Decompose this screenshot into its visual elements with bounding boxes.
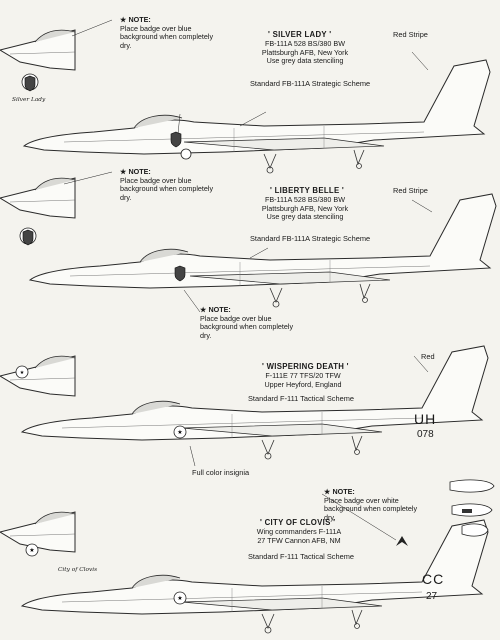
tail-number-4: 27 xyxy=(426,591,438,602)
info-line: Plattsburgh AFB, New York xyxy=(261,47,349,57)
stripe-label-2: Red Stripe xyxy=(393,186,428,195)
badge-script-4: City of Clovis xyxy=(58,567,98,573)
note-line: background when completely xyxy=(324,504,418,514)
scheme-label-4: Standard F-111 Tactical Scheme xyxy=(248,552,354,561)
tail-code-3: UH xyxy=(414,411,437,427)
nose-detail-3 xyxy=(0,355,76,397)
note-line: background when completely xyxy=(120,184,214,194)
note-2: ★ NOTE: Place badge over blue background… xyxy=(120,167,214,202)
nose-detail-2 xyxy=(0,177,76,219)
note-line: background when completely xyxy=(120,32,214,42)
scheme-label-1: Standard FB-111A Strategic Scheme xyxy=(250,79,371,88)
info-line: Use grey data stenciling xyxy=(266,212,344,222)
info-line: FB-111A 528 BS/380 BW xyxy=(264,195,346,204)
info-line: Wing commanders F-111A xyxy=(256,527,342,536)
nose-detail-4 xyxy=(0,511,76,553)
info-line: Plattsburgh AFB, New York xyxy=(261,203,349,213)
tail-code-4: CC xyxy=(422,571,445,587)
note-line: Place badge over blue xyxy=(200,313,272,323)
note-label: ★ NOTE: xyxy=(200,305,231,314)
callout-3: Full color insignia xyxy=(192,468,250,477)
note-line: Place badge over white xyxy=(324,495,399,505)
variant-info-3: F-111E 77 TFS/20 TFW Upper Heyford, Engl… xyxy=(248,371,358,389)
badge-script-1: Silver Lady xyxy=(12,97,46,103)
stripe-label-1: Red Stripe xyxy=(393,30,428,39)
note-4: ★ NOTE: Place badge over white backgroun… xyxy=(324,487,418,522)
note-2b: ★ NOTE: Place badge over blue background… xyxy=(200,305,294,340)
variant-info-1: FB-111A 528 BS/380 BW Plattsburgh AFB, N… xyxy=(250,39,360,66)
info-line: Upper Heyford, England xyxy=(264,379,342,389)
note-line: background when completely xyxy=(200,322,294,332)
variant-info-2: FB-111A 528 BS/380 BW Plattsburgh AFB, N… xyxy=(250,195,360,222)
info-line: F-111E 77 TFS/20 TFW xyxy=(265,371,341,380)
note-line: dry. xyxy=(324,512,336,522)
note-line: dry. xyxy=(120,192,132,202)
scheme-label-3: Standard F-111 Tactical Scheme xyxy=(248,394,354,403)
svg-text:★: ★ xyxy=(177,429,182,436)
variant-title-3: ' WISPERING DEATH ' xyxy=(262,362,349,371)
variant-title-1: ' SILVER LADY ' xyxy=(268,30,332,39)
variant-title-2: ' LIBERTY BELLE ' xyxy=(270,186,345,195)
nose-detail-1 xyxy=(0,29,76,71)
note-line: Place badge over blue xyxy=(120,175,192,185)
aircraft-profile-1 xyxy=(23,59,491,174)
note-line: dry. xyxy=(120,40,132,50)
info-line: 27 TFW Cannon AFB, NM xyxy=(257,535,341,545)
note-label: ★ NOTE: xyxy=(324,487,355,496)
svg-text:★: ★ xyxy=(177,595,182,602)
info-line: FB-111A 528 BS/380 BW xyxy=(264,39,346,48)
svg-text:★: ★ xyxy=(20,370,25,376)
note-label: ★ NOTE: xyxy=(120,15,151,24)
note-label: ★ NOTE: xyxy=(120,167,151,176)
svg-text:★: ★ xyxy=(29,547,34,554)
note-line: Place badge over blue xyxy=(120,23,192,33)
variant-title-4: ' CITY OF CLOVIS ' xyxy=(260,518,336,527)
tail-number-3: 078 xyxy=(417,429,434,440)
note-1: ★ NOTE: Place badge over blue background… xyxy=(120,15,214,50)
info-line: Use grey data stenciling xyxy=(266,56,344,66)
scheme-label-2: Standard FB-111A Strategic Scheme xyxy=(250,234,371,243)
variant-info-4: Wing commanders F-111A 27 TFW Cannon AFB… xyxy=(244,527,354,545)
note-line: dry. xyxy=(200,330,212,340)
stripe-label-3: Red xyxy=(421,352,435,361)
